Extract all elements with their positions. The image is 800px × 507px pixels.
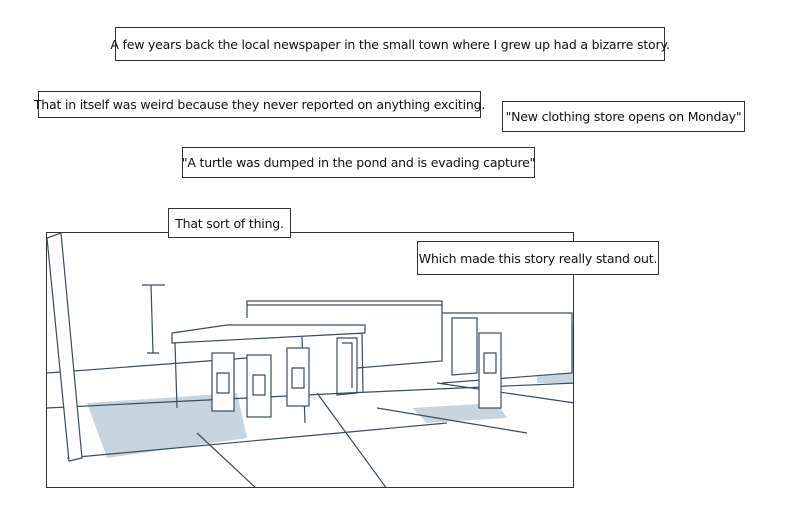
caption-text: That in itself was weird because they ne…: [33, 97, 486, 112]
caption-text: "A turtle was dumped in the pond and is …: [181, 155, 536, 170]
pumps: [211, 332, 502, 418]
caption-text: That sort of thing.: [175, 215, 284, 231]
canopy: [171, 324, 366, 344]
caption-box-4: "A turtle was dumped in the pond and is …: [182, 147, 535, 178]
caption-box-6: Which made this story really stand out.: [417, 241, 659, 275]
ground-lines: [47, 357, 573, 487]
sign-post: [142, 284, 165, 354]
door-2: [336, 337, 358, 396]
caption-box-3: "New clothing store opens on Monday": [502, 101, 745, 132]
caption-box-2: That in itself was weird because they ne…: [34, 91, 485, 118]
door: [451, 317, 478, 376]
caption-box-5: That sort of thing.: [168, 208, 291, 238]
gas-station-illustration: [47, 233, 573, 487]
caption-text: "New clothing store opens on Monday": [505, 109, 742, 124]
caption-text: Which made this story really stand out.: [418, 250, 658, 266]
pole: [47, 233, 83, 462]
caption-text: A few years back the local newspaper in …: [110, 36, 670, 52]
caption-box-1: A few years back the local newspaper in …: [110, 27, 670, 61]
